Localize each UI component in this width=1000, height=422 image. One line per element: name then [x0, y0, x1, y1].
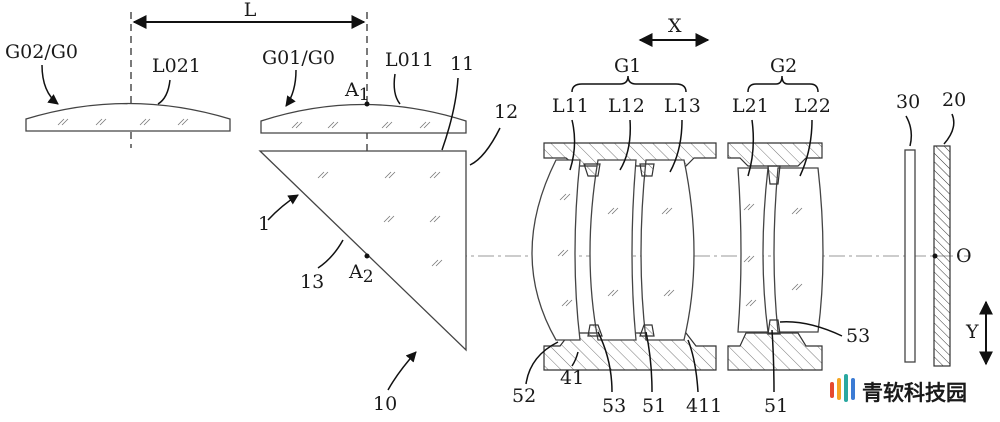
prism: [258, 150, 467, 352]
label-L12: L12: [608, 95, 645, 117]
label-53-left: 53: [602, 395, 626, 417]
label-51-right: 51: [764, 395, 788, 417]
watermark-text: 青软科技园: [862, 381, 967, 405]
label-L13: L13: [664, 95, 701, 117]
brace-G1: [571, 75, 687, 93]
filter-30: [904, 149, 916, 363]
watermark-logo: [830, 374, 855, 402]
lens-L021: [25, 102, 231, 132]
label-G02-G0: G02/G0: [5, 41, 78, 63]
label-L21: L21: [732, 95, 769, 117]
brace-G2: [747, 75, 819, 93]
label-53-right: 53: [846, 325, 870, 347]
label-X: X: [668, 15, 682, 37]
label-A2: A2: [348, 261, 374, 287]
label-L011: L011: [385, 49, 434, 71]
label-L021: L021: [152, 55, 201, 77]
label-10: 10: [373, 393, 397, 415]
label-41: 41: [560, 367, 584, 389]
label-Y: Y: [965, 321, 979, 343]
label-411: 411: [686, 395, 722, 417]
lens-L011: [260, 103, 467, 134]
label-O: O: [956, 245, 972, 267]
label-G01-G0: G01/G0: [262, 47, 335, 69]
lens-group-G2: [727, 142, 824, 371]
label-L22: L22: [794, 95, 831, 117]
label-G1: G1: [614, 55, 641, 77]
label-1: 1: [258, 213, 270, 235]
label-51-left: 51: [642, 395, 666, 417]
label-A1: A1: [344, 79, 370, 105]
label-L: L: [244, 0, 257, 21]
label-G2: G2: [770, 55, 797, 77]
label-20: 20: [942, 89, 966, 111]
lens-group-G1: [531, 142, 717, 371]
label-12: 12: [494, 101, 518, 123]
label-13: 13: [300, 271, 324, 293]
label-11: 11: [450, 53, 474, 75]
label-30: 30: [896, 91, 920, 113]
label-L11: L11: [552, 95, 589, 117]
label-52: 52: [512, 385, 536, 407]
